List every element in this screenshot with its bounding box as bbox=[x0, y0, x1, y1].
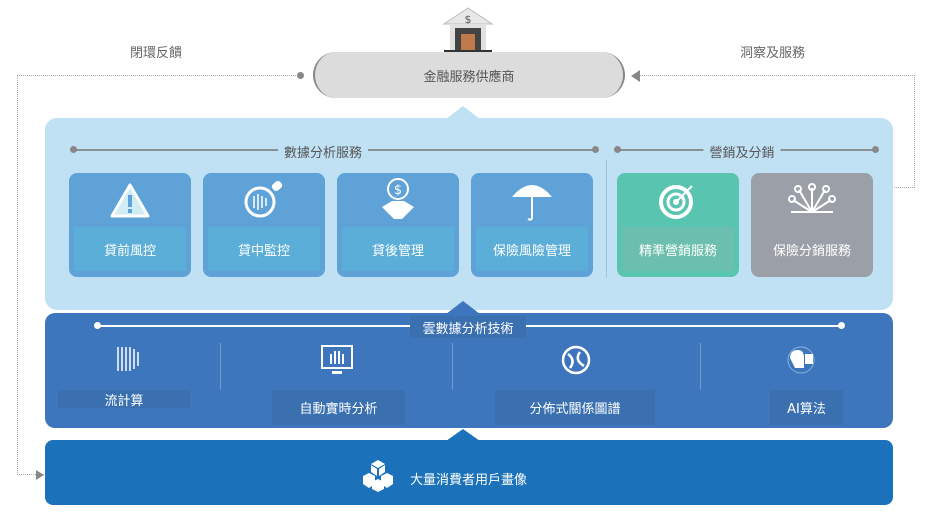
pointer-triangle bbox=[446, 429, 480, 441]
card-precision-marketing[interactable]: 精準營銷服務 bbox=[617, 173, 739, 277]
handshake-dollar-icon: $ bbox=[378, 173, 418, 227]
divider bbox=[452, 343, 453, 390]
line-dot bbox=[838, 322, 845, 329]
card-label: 精準營銷服務 bbox=[622, 227, 734, 271]
divider bbox=[606, 160, 607, 278]
closed-loop-feedback-label: 閉環反饋 bbox=[130, 46, 183, 61]
tech-label: 自動實時分析 bbox=[272, 390, 405, 425]
card-label: 貸後管理 bbox=[342, 227, 454, 271]
card-label: 貸中監控 bbox=[208, 227, 320, 271]
data-services-title: 數據分析服務 bbox=[277, 142, 369, 161]
pointer-triangle bbox=[446, 106, 480, 119]
card-label: 貸前風控 bbox=[74, 227, 186, 271]
network-icon bbox=[787, 173, 837, 227]
divider bbox=[220, 343, 221, 390]
cubes-icon bbox=[360, 458, 396, 496]
line-dot bbox=[614, 146, 621, 153]
card-insurance-distribution[interactable]: 保險分銷服務 bbox=[751, 173, 873, 277]
card-insurance-risk[interactable]: 保險風險管理 bbox=[471, 173, 593, 277]
tech-label: 分佈式關係圖譜 bbox=[495, 390, 655, 425]
tech-label: 流計算 bbox=[58, 390, 190, 409]
consumer-profile-panel bbox=[45, 440, 893, 505]
magnifier-icon bbox=[242, 173, 286, 227]
svg-text:$: $ bbox=[394, 183, 402, 198]
umbrella-icon bbox=[510, 173, 554, 227]
insight-service-label: 洞察及服務 bbox=[740, 46, 806, 61]
tech-title: 雲數據分析技術 bbox=[410, 316, 526, 338]
globe-icon bbox=[560, 344, 592, 380]
consumer-profile-label: 大量消費者用戶畫像 bbox=[410, 473, 528, 488]
card-in-loan-monitoring[interactable]: 貸中監控 bbox=[203, 173, 325, 277]
card-pre-loan-risk[interactable]: 貸前風控 bbox=[69, 173, 191, 277]
pointer-triangle bbox=[446, 301, 480, 314]
line-dot bbox=[94, 322, 101, 329]
provider-label: 金融服務供應商 bbox=[423, 69, 515, 85]
arrow-left-icon bbox=[631, 70, 640, 82]
tech-label: AI算法 bbox=[770, 390, 843, 425]
target-icon bbox=[658, 173, 698, 227]
card-label: 保險風險管理 bbox=[476, 227, 588, 271]
marketing-title: 營銷及分銷 bbox=[703, 142, 781, 161]
card-post-loan[interactable]: $ 貸後管理 bbox=[337, 173, 459, 277]
line-dot bbox=[70, 146, 77, 153]
svg-text:$: $ bbox=[465, 13, 472, 26]
ai-head-icon bbox=[785, 344, 817, 380]
monitor-icon bbox=[320, 344, 354, 380]
connector-dot bbox=[297, 72, 304, 79]
financial-provider-node: 金融服務供應商 bbox=[313, 52, 625, 98]
warning-icon bbox=[110, 173, 150, 227]
stream-icon bbox=[115, 344, 141, 378]
line-dot bbox=[872, 146, 879, 153]
line-dot bbox=[592, 146, 599, 153]
card-label: 保險分銷服務 bbox=[756, 227, 868, 271]
divider bbox=[700, 343, 701, 390]
arrow-right-icon bbox=[36, 470, 44, 480]
